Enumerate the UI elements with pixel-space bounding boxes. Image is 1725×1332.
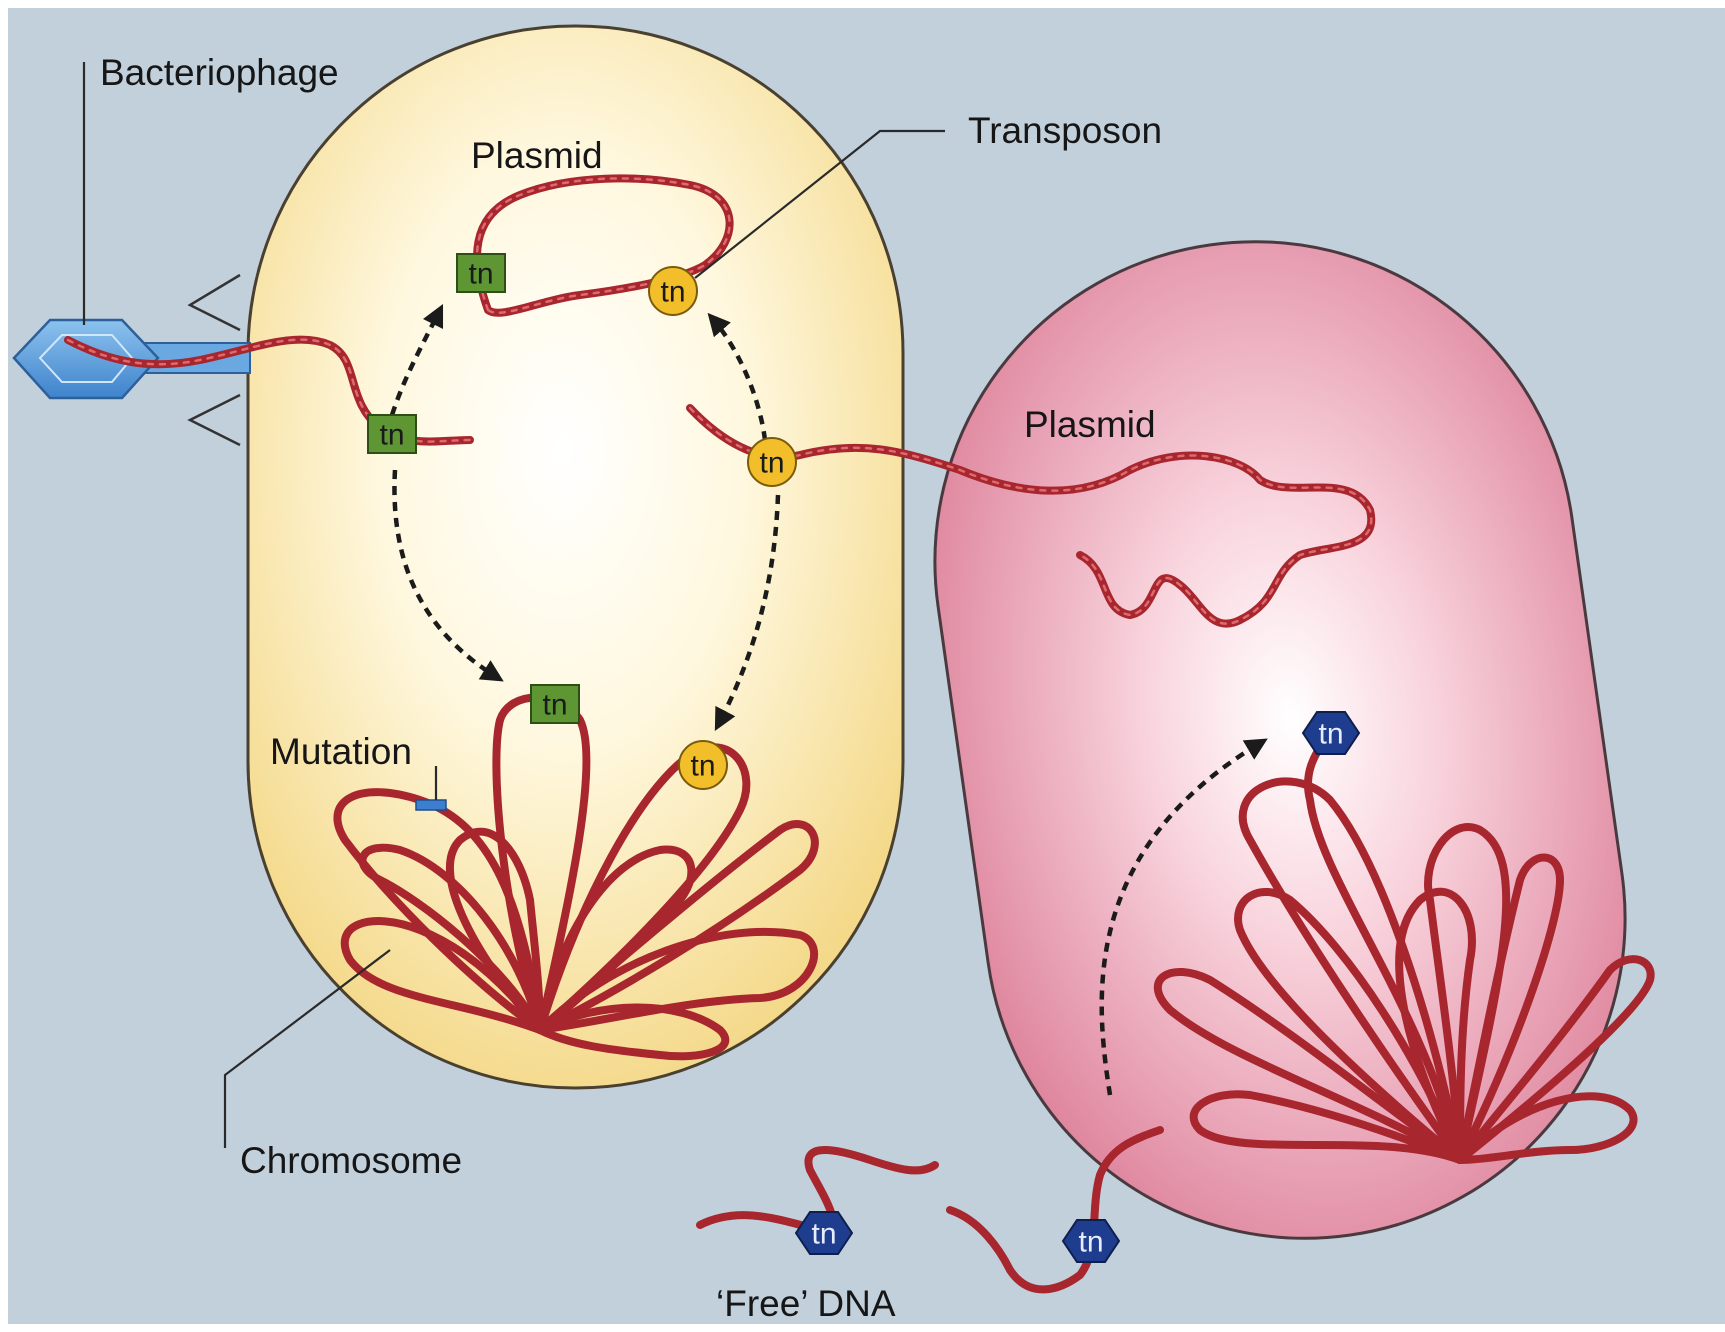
mutation-mark (416, 800, 446, 810)
svg-text:tn: tn (660, 276, 685, 309)
svg-text:tn: tn (379, 419, 404, 452)
label-transposon: Transposon (968, 110, 1162, 151)
label-chromosome: Chromosome (240, 1140, 462, 1181)
label-free-dna: ‘Free’ DNA (716, 1283, 896, 1324)
svg-text:tn: tn (1318, 718, 1343, 751)
tn-square-plasmid: tn (457, 254, 505, 292)
svg-text:tn: tn (468, 258, 493, 291)
label-plasmid-right: Plasmid (1024, 404, 1156, 445)
label-bacteriophage: Bacteriophage (100, 52, 339, 93)
tn-circle-conjugation: tn (748, 438, 796, 486)
mutation-site (416, 800, 446, 810)
svg-text:tn: tn (1078, 1226, 1103, 1259)
label-plasmid-left: Plasmid (471, 135, 603, 176)
label-mutation: Mutation (270, 731, 412, 772)
svg-text:tn: tn (542, 689, 567, 722)
tn-square-chromosome: tn (531, 685, 579, 723)
svg-text:tn: tn (690, 750, 715, 783)
svg-text:tn: tn (759, 447, 784, 480)
tn-circle-plasmid: tn (649, 267, 697, 315)
svg-text:tn: tn (811, 1218, 836, 1251)
tn-circle-chromosome: tn (679, 741, 727, 789)
tn-square-phage: tn (368, 415, 416, 453)
